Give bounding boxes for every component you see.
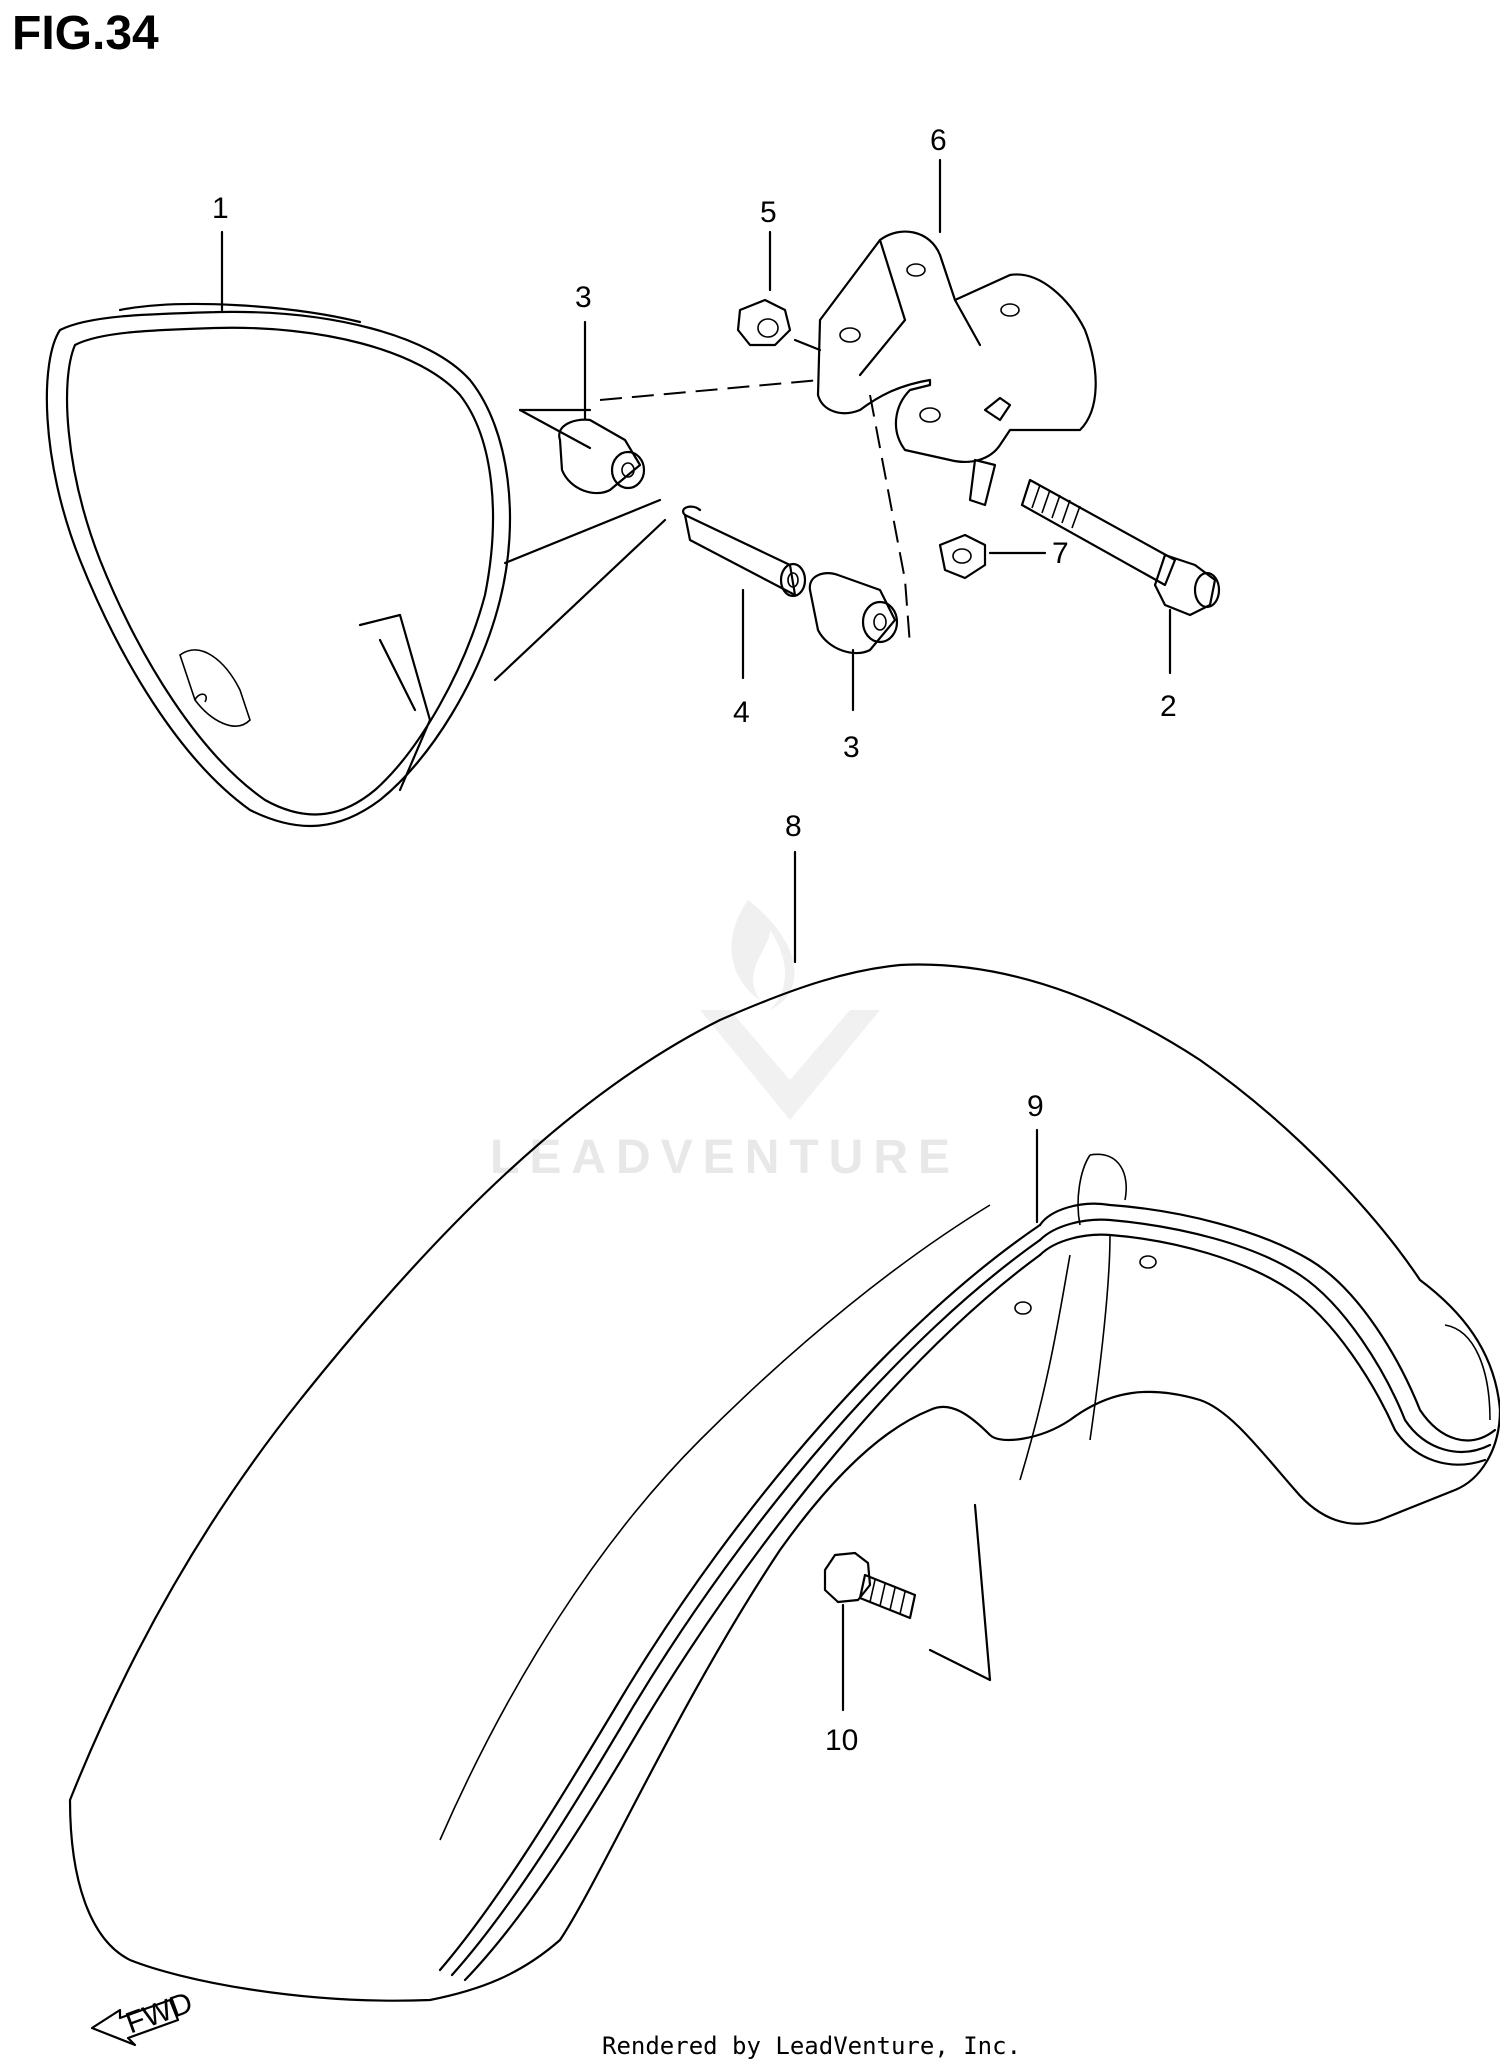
footer-credit: Rendered by LeadVenture, Inc. [602,2032,1022,2060]
callout-8: 8 [785,810,802,843]
figure-title: FIG.34 [12,7,159,60]
watermark-logo-icon [700,900,880,1120]
callout-3-upper: 3 [575,281,592,314]
callout-5: 5 [760,196,777,229]
callout-9: 9 [1027,1090,1044,1123]
callout-2: 2 [1160,690,1177,723]
nut-5 [736,298,822,352]
callout-6: 6 [930,124,947,157]
fwd-label: FWD [122,1986,197,2040]
callout-10: 10 [825,1724,858,1757]
callout-4: 4 [733,696,750,729]
fwd-arrow-icon: FWD [90,1986,197,2047]
callout-7: 7 [1052,537,1069,570]
callout-1: 1 [212,192,229,225]
watermark: LEADVENTURE [490,1131,961,1184]
bolt-10 [823,1503,992,1682]
headlamp-bracket [816,230,1097,507]
bolt-2 [1020,478,1221,617]
nut-7 [938,533,1047,580]
spacer-upper [558,418,646,495]
collar [682,505,807,598]
callout-3-lower: 3 [843,731,860,764]
spacer-lower [808,572,899,655]
front-fender [68,963,1500,2002]
headlamp-housing [45,302,512,828]
